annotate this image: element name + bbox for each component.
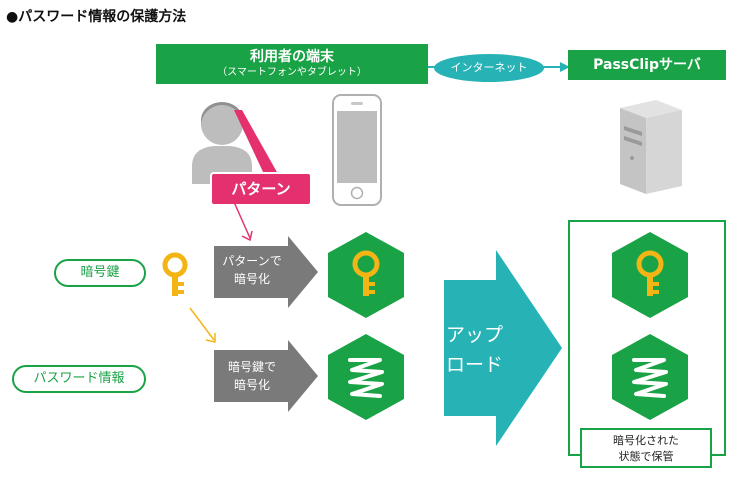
upload-arrow — [444, 250, 562, 446]
encrypt-with-key-arrow — [214, 340, 318, 412]
encrypt-with-pattern-text: パターンで 暗号化 — [222, 254, 282, 286]
user-terminal-subtitle: （スマートフォンやタブレット） — [217, 67, 367, 78]
password-info-label: パスワード情報 — [12, 365, 146, 393]
encrypt-with-pattern-arrow — [214, 236, 318, 308]
user-terminal-header: 利用者の端末 （スマートフォンやタブレット） — [156, 44, 428, 84]
pattern-callout-pointer — [234, 110, 278, 174]
encrypted-key-hexagon — [328, 232, 404, 318]
pattern-to-encrypt-arrow — [233, 201, 253, 242]
page-title: ●パスワード情報の保護方法 — [6, 9, 187, 25]
encryption-key-label: 暗号鍵 — [54, 259, 146, 287]
smartphone-icon — [332, 94, 382, 206]
key-icon — [162, 252, 188, 296]
internet-label: インターネット — [434, 54, 544, 82]
stored-encrypted-label: 暗号化された 状態で保管 — [580, 428, 712, 468]
stored-password-hexagon — [612, 334, 688, 420]
user-terminal-title: 利用者の端末 — [250, 49, 334, 65]
encrypt-with-key-text: 暗号鍵で 暗号化 — [227, 360, 276, 392]
server-icon — [620, 100, 682, 194]
pattern-badge: パターン — [210, 172, 312, 206]
stored-key-hexagon — [612, 232, 688, 318]
server-header: PassClipサーバ — [568, 50, 726, 80]
encrypted-password-hexagon — [328, 334, 404, 420]
upload-text: アップ ロード — [446, 324, 504, 376]
key-to-encrypt-arrow — [189, 307, 216, 343]
